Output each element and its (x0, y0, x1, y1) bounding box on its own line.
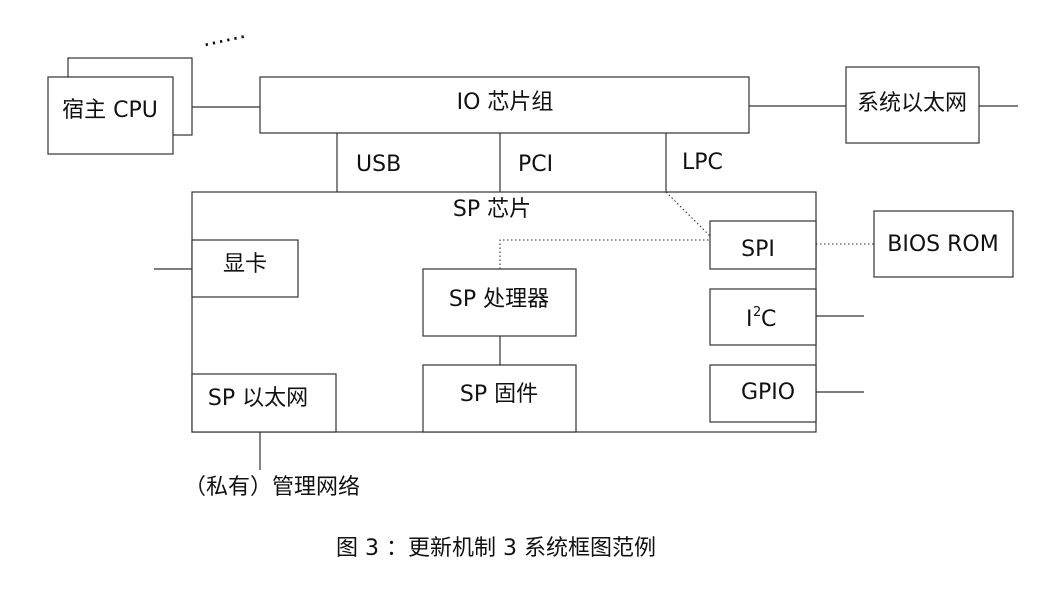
graphics-card-box (191, 239, 299, 298)
system-ethernet-box (845, 66, 980, 144)
io-chipset-label: IO 芯片组 (457, 90, 554, 115)
sp-ethernet-label: SP 以太网 (208, 386, 308, 411)
host-cpu-box (47, 76, 174, 155)
i2c-label-i: I (746, 307, 753, 332)
usb-label: USB (356, 152, 401, 177)
sp-firmware-box (422, 364, 577, 433)
lpc-label: LPC (682, 150, 723, 175)
bios-rom-label: BIOS ROM (887, 232, 998, 257)
processor-spi-dotted-link (499, 239, 710, 269)
graphics-card-label: 显卡 (223, 252, 267, 277)
sp-ethernet-box (191, 373, 337, 433)
i2c-label-c: C (761, 307, 776, 332)
gpio-box (709, 364, 817, 423)
gpio-label: GPIO (741, 380, 795, 405)
private-network-label: （私有）管理网络 (184, 475, 360, 500)
sp-chip-label: SP 芯片 (453, 197, 531, 222)
spi-box (709, 220, 817, 270)
more-cpus-ellipsis: …… (200, 19, 248, 53)
io-chipset-box (259, 76, 750, 134)
bios-rom-box (873, 210, 1014, 278)
host-cpu-label: 宿主 CPU (62, 98, 158, 123)
sp-firmware-label: SP 固件 (460, 382, 538, 407)
sp-processor-label: SP 处理器 (449, 287, 549, 312)
spi-label: SPI (741, 237, 775, 262)
pci-label: PCI (518, 152, 553, 177)
i2c-label-superscript: 2 (753, 305, 761, 320)
figure-caption: 图 3 ：更新机制 3 系统框图范例 (336, 536, 656, 561)
sp-processor-box (422, 268, 577, 337)
i2c-box (709, 288, 817, 346)
system-ethernet-label: 系统以太网 (857, 91, 967, 116)
